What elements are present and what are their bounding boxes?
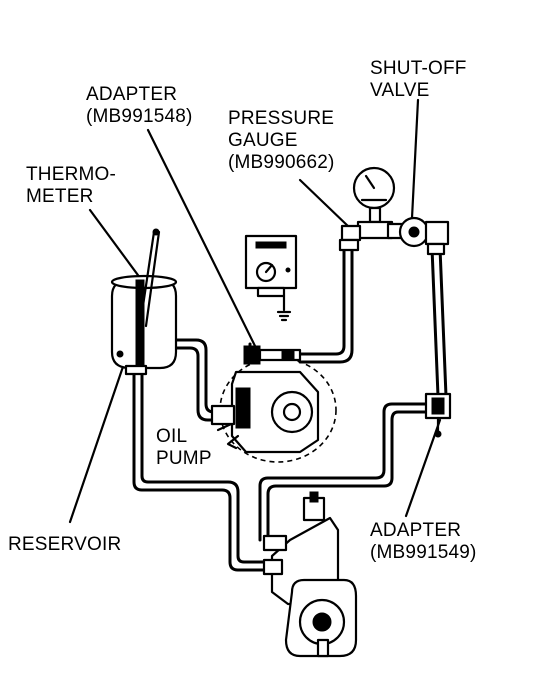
leader-adapter-bottom (404, 418, 442, 518)
label-oil-pump-line2: PUMP (156, 448, 212, 469)
adapter-bottom (424, 392, 452, 438)
label-thermometer-line2: METER (26, 186, 94, 207)
tester-unit (244, 234, 298, 322)
leader-adapter-top (146, 128, 260, 354)
label-adapter-bottom: ADAPTER (MB991549) (370, 520, 477, 564)
leader-reservoir (68, 350, 130, 524)
label-adapter-top: ADAPTER (MB991548) (86, 84, 193, 128)
label-adapter-bottom-line1: ADAPTER (370, 520, 462, 541)
leader-pressure-gauge (298, 178, 352, 230)
label-shutoff-valve-line1: SHUT-OFF (370, 58, 467, 79)
label-oil-pump: OIL PUMP (156, 426, 212, 470)
label-adapter-top-line2: (MB991548) (86, 106, 193, 127)
label-pressure-gauge-line2: GAUGE (228, 130, 298, 151)
steering-gear (262, 491, 358, 658)
label-adapter-bottom-line2: (MB991549) (370, 542, 477, 563)
pressure-gauge (338, 166, 396, 252)
leader-lines (68, 98, 442, 524)
leader-shutoff-valve (410, 98, 420, 220)
label-thermometer-line1: THERMO- (26, 164, 117, 185)
label-reservoir: RESERVOIR (8, 534, 122, 555)
shutoff-valve (386, 216, 450, 256)
oil-pump (210, 345, 337, 463)
label-pressure-gauge: PRESSURE GAUGE (MB990662) (228, 108, 335, 174)
label-pressure-gauge-line1: PRESSURE (228, 108, 335, 129)
label-shutoff-valve: SHUT-OFF VALVE (370, 58, 467, 102)
label-shutoff-valve-line2: VALVE (370, 80, 430, 101)
leader-thermometer (88, 208, 148, 288)
reservoir (110, 274, 178, 376)
thermometer (138, 228, 161, 328)
label-adapter-top-line1: ADAPTER (86, 84, 178, 105)
label-thermometer: THERMO- METER (26, 164, 116, 208)
label-oil-pump-line1: OIL (156, 426, 188, 447)
label-pressure-gauge-line3: (MB990662) (228, 152, 335, 173)
hoses (132, 246, 448, 572)
